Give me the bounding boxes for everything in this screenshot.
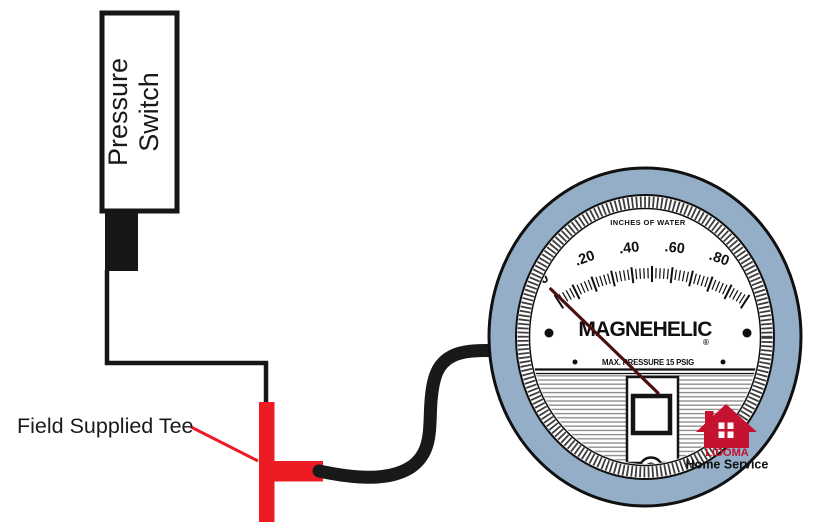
field-supplied-tee (259, 402, 323, 522)
gauge-major-tick (723, 284, 733, 300)
gauge-zero-adjust-window (630, 393, 673, 436)
gauge-major-tick (610, 270, 616, 287)
logo-window-pane (718, 422, 725, 429)
gauge-minor-tick (700, 275, 705, 287)
magnehelic-gauge: 0.20.40.60.801.0 INCHES OF WATER MAGNEHE… (487, 166, 803, 508)
gauge-minor-tick (615, 271, 619, 283)
gauge-minor-tick (678, 270, 681, 281)
gauge-minor-tick (569, 288, 576, 298)
gauge-major-tick (553, 294, 565, 309)
gauge-adjust-screw-center (644, 462, 658, 464)
gauge-minor-tick (738, 294, 746, 304)
pressure-switch-label-line1: Pressure (103, 58, 133, 166)
gauge-scale-label: .20 (573, 248, 597, 270)
pressure-switch-connector (105, 209, 138, 271)
gauge-minor-tick (696, 274, 701, 285)
logo-window-pane (727, 422, 734, 429)
gauge-max-pressure-text: MAX. PRESSURE 15 PSIG (602, 358, 694, 367)
signal-tubing-line (104, 270, 269, 407)
gauge-minor-tick (607, 273, 611, 284)
gauge-minor-tick (693, 273, 697, 284)
logo-house-roof-icon (696, 404, 757, 432)
gauge-scale-label: .40 (618, 239, 640, 257)
gauge-minor-tick (718, 282, 724, 293)
gauge-face-dot-small-left (572, 359, 578, 365)
gauge-minor-tick (643, 268, 645, 279)
gauge-minor-tick (728, 288, 735, 298)
gauge-minor-tick (685, 271, 689, 283)
gauge-face-dot-right (742, 328, 752, 338)
gauge-minor-tick (681, 270, 685, 282)
gauge-face-dot-left (544, 328, 554, 338)
gauge-registered-mark: ® (703, 338, 709, 347)
gauge-minor-tick (635, 268, 638, 280)
tee-branch-run (259, 461, 323, 482)
gauge-minor-tick (711, 279, 717, 290)
gauge-minor-tick (666, 268, 669, 280)
gauge-minor-tick (659, 268, 661, 279)
gauge-minor-tick (639, 268, 642, 279)
gauge-face-dot-small-right (720, 359, 726, 365)
gauge-major-tick (630, 267, 635, 284)
gauge-major-tick (669, 267, 674, 284)
gauge-minor-tick (732, 290, 739, 300)
gauge-minor-tick (662, 268, 665, 279)
gauge-major-tick (688, 270, 694, 287)
gauge-scale-label: .60 (664, 239, 686, 257)
gauge-minor-tick (565, 290, 572, 300)
gauge-minor-tick (580, 282, 586, 293)
gauge-minor-tick (735, 291, 743, 302)
gauge-adjust-screw (638, 456, 664, 464)
pressure-switch-box (99, 10, 180, 214)
pressure-switch-label-line2: Switch (134, 72, 164, 152)
logo-tagline-text: Home Service (686, 458, 769, 472)
gauge-minor-tick (603, 274, 608, 285)
gauge-minor-tick (599, 275, 604, 287)
gauge-major-tick (706, 276, 714, 292)
gauge-major-tick (571, 284, 581, 300)
gauge-scale-label: .80 (707, 248, 731, 270)
logo-window-pane (727, 431, 734, 438)
gauge-minor-tick (715, 281, 721, 292)
logo-name-text: LIDOMA (705, 447, 748, 459)
logo: LIDOMA Home Service (686, 404, 769, 472)
gauge-minor-tick (576, 284, 582, 295)
gauge-minor-tick (623, 270, 626, 281)
logo-house-chimney (705, 411, 714, 426)
gauge-major-tick (590, 276, 598, 292)
gauge-minor-tick (561, 291, 569, 302)
gauge-brand-text: MAGNEHELIC (578, 318, 712, 341)
field-supplied-tee-label: Field Supplied Tee (17, 414, 194, 438)
gauge-major-tick (739, 294, 751, 309)
gauge-unit-text: INCHES OF WATER (610, 218, 686, 227)
gauge-minor-tick (619, 270, 623, 282)
gauge-needle (549, 287, 660, 395)
gauge-minor-tick (583, 281, 589, 292)
gauge-scale-labels: 0.20.40.60.801.0 (536, 239, 759, 291)
gauge-minor-tick (722, 284, 728, 295)
logo-window-pane (718, 431, 725, 438)
gauge-minor-tick (674, 269, 677, 281)
gauge-minor-tick (627, 269, 630, 281)
logo-house-body-icon (704, 427, 749, 448)
tee-callout-line (190, 425, 259, 463)
flexible-hose (312, 344, 513, 484)
gauge-knurl-ring (517, 196, 773, 478)
gauge-minor-tick (704, 276, 709, 288)
gauge-minor-tick (587, 279, 593, 290)
gauge-minor-tick (595, 276, 600, 288)
